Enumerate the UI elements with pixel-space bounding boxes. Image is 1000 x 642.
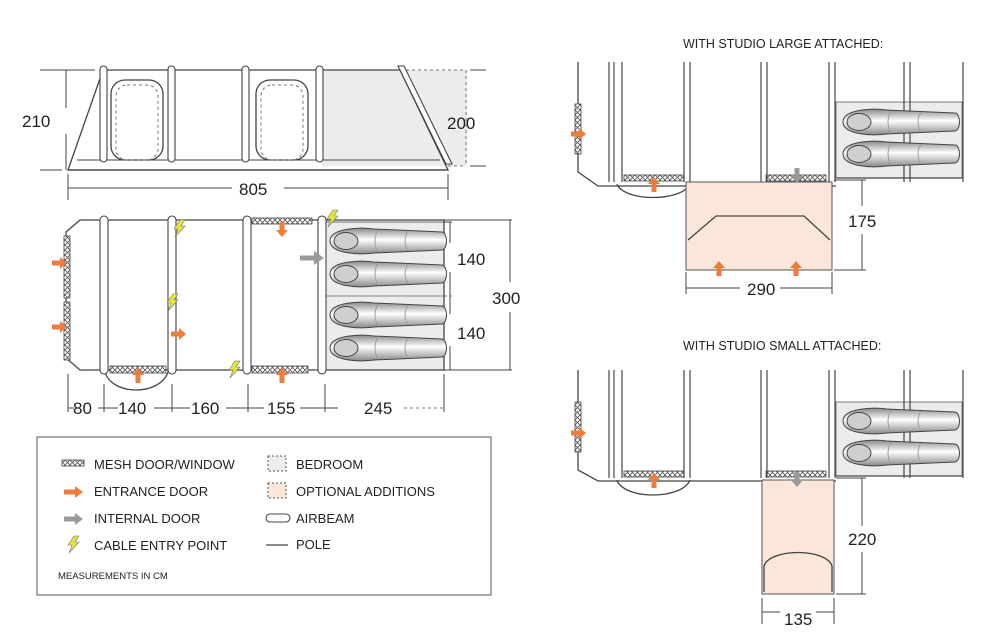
side-window-2 xyxy=(255,79,309,161)
floor-airbeams xyxy=(99,215,327,375)
sleeping-bag-icon xyxy=(329,301,447,329)
studio-large-area xyxy=(685,181,833,271)
bedroom-depth-1-label: 140 xyxy=(457,250,485,269)
height-front-label: 210 xyxy=(22,112,50,131)
internal-arrow-icon xyxy=(64,513,83,525)
segment-2-label: 140 xyxy=(118,399,146,418)
legend-cable-label: CABLE ENTRY POINT xyxy=(94,538,227,553)
studio-small-width-label: 135 xyxy=(784,610,812,629)
segment-4-label: 155 xyxy=(267,399,295,418)
optional-swatch xyxy=(267,482,287,499)
legend-optional-label: OPTIONAL ADDITIONS xyxy=(296,484,435,499)
side-poles xyxy=(99,65,453,165)
side-elevation: 210 200 805 xyxy=(22,65,486,200)
sleeping-bag-icon xyxy=(842,140,960,168)
segment-1-label: 80 xyxy=(73,399,92,418)
sleeping-bag-icon xyxy=(842,108,960,136)
mesh-window-front-2 xyxy=(63,301,71,361)
studio-small-plan: WITH STUDIO SMALL ATTACHED: 220 xyxy=(571,339,964,629)
studio-small-depth-label: 220 xyxy=(848,530,876,549)
main-floorplan: 140 140 300 80 140 160 155 245 xyxy=(52,209,520,418)
sleeping-bag-icon xyxy=(329,334,447,362)
mesh-icon xyxy=(61,459,85,467)
airbeam-porch-curve xyxy=(104,371,169,391)
legend-bedroom-label: BEDROOM xyxy=(296,457,363,472)
legend-internal-label: INTERNAL DOOR xyxy=(94,511,200,526)
sleeping-bag-icon xyxy=(329,227,447,255)
sleeping-bag-icon xyxy=(842,407,960,435)
legend-note: MEASUREMENTS IN CM xyxy=(58,571,168,582)
airbeam-icon xyxy=(265,513,291,523)
segment-3-label: 160 xyxy=(191,399,219,418)
studio-small-area xyxy=(761,479,835,595)
legend: MESH DOOR/WINDOW ENTRANCE DOOR INTERNAL … xyxy=(36,436,492,596)
bedroom-depth-2-label: 140 xyxy=(457,324,485,343)
studio-small-title: WITH STUDIO SMALL ATTACHED: xyxy=(683,339,881,353)
legend-airbeam-label: AIRBEAM xyxy=(296,511,355,526)
sleeping-bag-icon xyxy=(842,439,960,467)
internal-arrows xyxy=(300,251,324,265)
legend-entrance-label: ENTRANCE DOOR xyxy=(94,484,208,499)
height-rear-label: 200 xyxy=(447,114,475,133)
side-window-1 xyxy=(110,79,164,161)
sleeping-bag-icon xyxy=(329,260,447,288)
internal-door-arrow-icon xyxy=(300,251,324,265)
segment-5-label: 245 xyxy=(364,399,392,418)
bedroom-swatch xyxy=(267,455,287,472)
cable-entry-points xyxy=(166,209,339,379)
mesh-window-front-1 xyxy=(63,235,71,299)
entrance-arrow-icon xyxy=(64,486,83,498)
studio-large-title: WITH STUDIO LARGE ATTACHED: xyxy=(683,37,883,51)
studio-large-depth-label: 175 xyxy=(848,212,876,231)
studio-large-plan: WITH STUDIO LARGE ATTACHED: xyxy=(571,37,964,299)
legend-box xyxy=(36,436,492,596)
legend-pole-label: POLE xyxy=(296,537,331,552)
width-label: 300 xyxy=(492,289,520,308)
total-length-label: 805 xyxy=(239,180,267,199)
studio-large-width-label: 290 xyxy=(747,280,775,299)
legend-mesh-label: MESH DOOR/WINDOW xyxy=(94,457,236,472)
